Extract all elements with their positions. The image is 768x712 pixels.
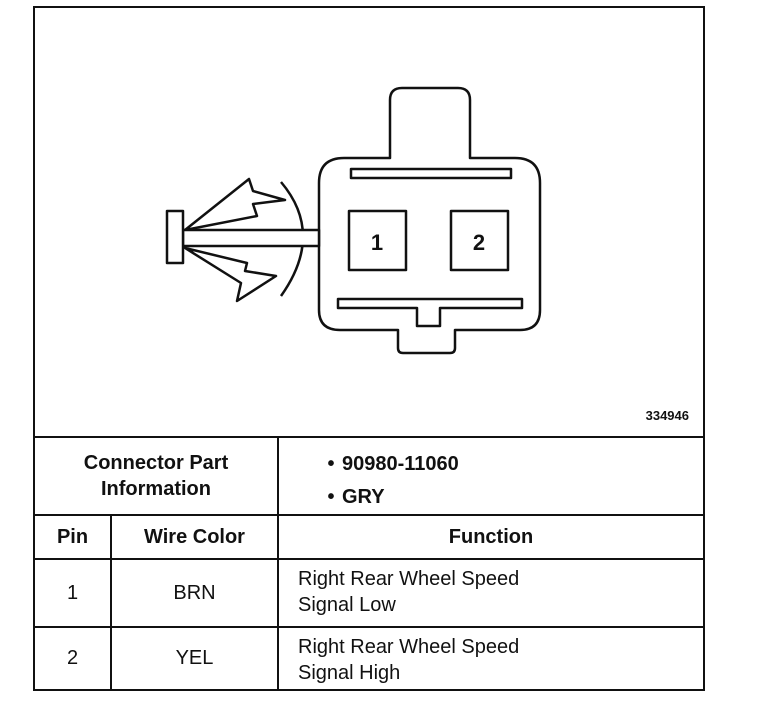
row-2-wire-color: YEL xyxy=(175,647,214,669)
header-function: Function xyxy=(448,525,534,548)
part-number: 90980-11060 xyxy=(320,448,459,481)
row-2-function-line-2: Signal High xyxy=(298,662,401,684)
cavity-1-box xyxy=(347,209,408,272)
header-wire-color: Wire Color xyxy=(144,525,245,548)
cavity-2-box xyxy=(449,209,510,272)
divider-diagram-table xyxy=(35,436,703,438)
view-probe-shaft xyxy=(181,228,321,248)
divider-part-info xyxy=(35,514,703,516)
row-1-function: Right Rear Wheel Speed Signal Low xyxy=(298,566,519,618)
cavity-2-label: 2 xyxy=(473,230,485,255)
header-pin: Pin xyxy=(56,525,89,548)
row-2-function: Right Rear Wheel Speed Signal High xyxy=(298,634,519,686)
part-info-label-text: Connector Part Information xyxy=(83,452,229,500)
divider-header xyxy=(35,558,703,560)
connector-illustration: 1 2 xyxy=(165,86,542,355)
row-2-pin: 2 xyxy=(66,647,79,669)
divider-col-function xyxy=(277,436,279,689)
figure-number: 334946 xyxy=(645,408,689,423)
row-1-function-line-2: Signal Low xyxy=(298,594,396,616)
connector-bottom-slot xyxy=(336,297,524,328)
connector-drawing: 1 2 334946 xyxy=(35,8,703,436)
row-1-function-line-1: Right Rear Wheel Speed xyxy=(298,568,520,590)
connector-color: GRY xyxy=(320,481,459,514)
cavity-1-label: 1 xyxy=(371,230,383,255)
view-arrow-lower xyxy=(183,246,278,303)
row-1-pin: 1 xyxy=(66,581,79,604)
part-info-list: 90980-11060 GRY xyxy=(320,448,459,514)
divider-row-1 xyxy=(35,626,703,628)
row-2-function-line-1: Right Rear Wheel Speed xyxy=(298,636,520,658)
connector-body-outline xyxy=(317,86,542,355)
view-probe-head xyxy=(165,209,185,265)
row-1-wire-color: BRN xyxy=(173,581,216,604)
connector-diagram-sheet: 1 2 334946 Connector Part Information 90… xyxy=(33,6,705,691)
part-info-label: Connector Part Information xyxy=(35,438,277,514)
divider-col-pin xyxy=(110,514,112,689)
connector-top-slot xyxy=(349,167,513,180)
view-arrow-upper xyxy=(183,177,287,232)
